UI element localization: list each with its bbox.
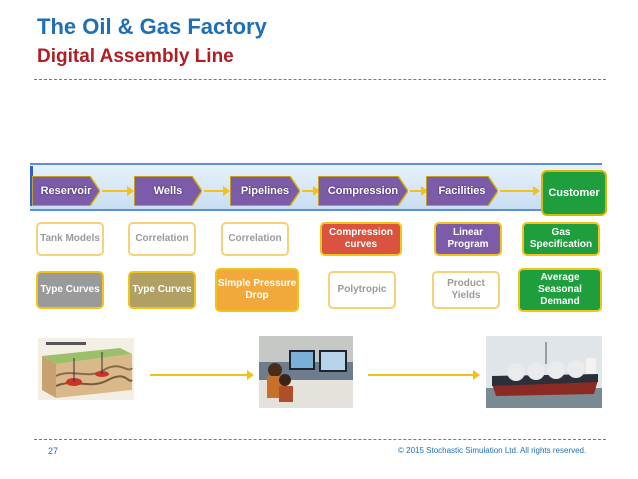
page-subtitle: Digital Assembly Line [37, 46, 234, 67]
output-polytropic: Polytropic [328, 271, 396, 309]
stage-label: Pipelines [240, 185, 290, 197]
stage-label: Compression [327, 185, 399, 197]
model-linear-program: Linear Program [434, 222, 502, 256]
flow-arrow [150, 370, 254, 380]
chevron-shape [426, 176, 498, 206]
chevron-shape [318, 176, 408, 206]
stage-wells: Wells [134, 176, 202, 206]
customer-box: Customer [541, 170, 607, 216]
stage-label: Facilities [438, 185, 486, 197]
stage-label: Reservoir [40, 185, 92, 197]
copyright-notice: © 2015 Stochastic Simulation Ltd. All ri… [398, 446, 587, 455]
flow-arrow [368, 370, 480, 380]
chevron-shape [32, 176, 100, 206]
footer-divider [34, 439, 606, 440]
output-average-seasonal-demand: Average Seasonal Demand [518, 268, 602, 312]
chevron-shape [230, 176, 300, 206]
lng-tanker-image [486, 336, 602, 408]
model-gas-specification: Gas Specification [522, 222, 600, 256]
stage-pipelines: Pipelines [230, 176, 300, 206]
model-correlation-wells: Correlation [128, 222, 196, 256]
model-correlation-pipelines: Correlation [221, 222, 289, 256]
flow-arrow [204, 186, 230, 196]
control-room-image [259, 336, 353, 408]
page-number: 27 [48, 446, 59, 456]
flow-arrow [410, 186, 428, 196]
output-simple-pressure-drop: Simple Pressure Drop [215, 268, 299, 312]
header-divider [34, 79, 606, 80]
chevron-shape [134, 176, 202, 206]
stage-reservoir: Reservoir [32, 176, 100, 206]
flow-arrow [302, 186, 320, 196]
model-tank-models: Tank Models [36, 222, 104, 256]
model-compression-curves: Compression curves [320, 222, 402, 256]
geology-cross-section-image [38, 338, 134, 400]
page-title: The Oil & Gas Factory [37, 14, 267, 39]
output-product-yields: Product Yields [432, 271, 500, 309]
stage-facilities: Facilities [426, 176, 498, 206]
flow-arrow [500, 186, 540, 196]
flow-arrow [102, 186, 134, 196]
output-type-curves-reservoir: Type Curves [36, 271, 104, 309]
stage-label: Wells [153, 185, 183, 197]
output-type-curves-wells: Type Curves [128, 271, 196, 309]
stage-compression: Compression [318, 176, 408, 206]
